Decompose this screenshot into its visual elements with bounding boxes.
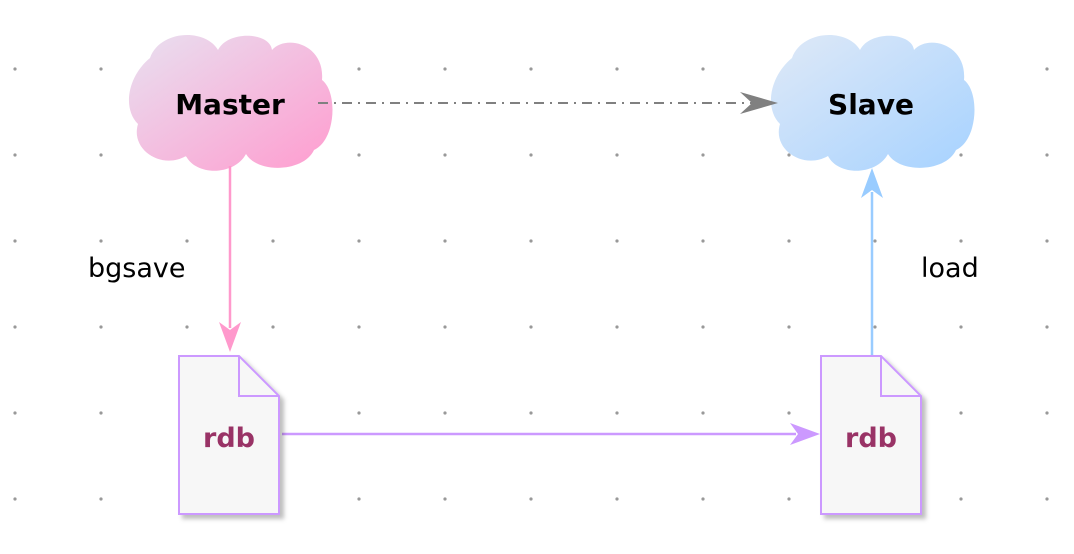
grid-dot (615, 325, 619, 329)
file-master-fold (238, 356, 279, 397)
grid-dot (357, 153, 361, 157)
grid-dot (787, 497, 791, 501)
grid-dot (787, 325, 791, 329)
grid-dot (443, 239, 447, 243)
grid-dot (701, 325, 705, 329)
grid-dot (529, 497, 533, 501)
grid-dot (99, 67, 103, 71)
grid-dot (99, 153, 103, 157)
grid-dot (357, 325, 361, 329)
grid-dot (1045, 153, 1049, 157)
grid-dot (99, 411, 103, 415)
grid-dot (1045, 67, 1049, 71)
grid-dot (959, 153, 963, 157)
grid-dot (443, 153, 447, 157)
grid-dot (787, 239, 791, 243)
grid-dot (615, 497, 619, 501)
grid-dot (787, 153, 791, 157)
grid-dot (357, 497, 361, 501)
grid-dot (99, 325, 103, 329)
grid-dot (357, 239, 361, 243)
rdb-transfer-arrowhead (790, 423, 820, 445)
replication-arrowhead (740, 92, 778, 114)
grid-dot (959, 497, 963, 501)
slave-cloud-shape (770, 35, 975, 171)
bgsave-arrowhead (219, 322, 241, 352)
rdb-file-slave-node[interactable]: rdb (820, 355, 922, 515)
grid-dot (185, 239, 189, 243)
grid-dot (701, 153, 705, 157)
master-label: Master (175, 88, 285, 121)
grid-dot (615, 411, 619, 415)
grid-dot (99, 497, 103, 501)
grid-dot (529, 325, 533, 329)
master-cloud-shape (128, 35, 333, 171)
grid-dot (701, 239, 705, 243)
grid-dot (357, 411, 361, 415)
rdb-file-master-node[interactable]: rdb (178, 355, 280, 515)
grid-dot (357, 67, 361, 71)
grid-dot (1045, 411, 1049, 415)
grid-dot (13, 153, 17, 157)
replication-arrow (318, 92, 778, 114)
grid-dot (529, 153, 533, 157)
grid-dot (873, 325, 877, 329)
grid-dot (529, 239, 533, 243)
grid-dot (13, 325, 17, 329)
grid-dot (529, 67, 533, 71)
load-arrowhead (861, 168, 883, 198)
bgsave-label: bgsave (88, 253, 185, 284)
grid-dot (443, 497, 447, 501)
grid-dot (615, 67, 619, 71)
grid-dot (959, 411, 963, 415)
grid-dot (615, 239, 619, 243)
rdb-transfer-arrow (282, 423, 820, 445)
load-arrow (861, 168, 883, 355)
grid-dot (959, 325, 963, 329)
grid-dot (1045, 325, 1049, 329)
grid-dot (13, 239, 17, 243)
grid-dot (443, 411, 447, 415)
grid-dot (13, 497, 17, 501)
grid-dot (873, 239, 877, 243)
grid-dot (443, 325, 447, 329)
grid-dot (13, 411, 17, 415)
slave-cloud-node[interactable]: Slave (770, 35, 975, 171)
rdb-slave-label: rdb (845, 423, 897, 454)
grid-dot (701, 67, 705, 71)
grid-dot (701, 497, 705, 501)
file-slave-fold (880, 356, 921, 397)
grid-dot (13, 67, 17, 71)
bgsave-arrow (219, 166, 241, 352)
grid-dot (701, 411, 705, 415)
grid-dot (271, 325, 275, 329)
grid-dot (443, 67, 447, 71)
grid-dot (787, 411, 791, 415)
grid-dot (271, 239, 275, 243)
grid-dot (1045, 497, 1049, 501)
master-cloud-node[interactable]: Master (128, 35, 333, 171)
rdb-master-label: rdb (203, 423, 255, 454)
slave-label: Slave (828, 88, 914, 121)
grid-dot (99, 239, 103, 243)
grid-dot (529, 411, 533, 415)
grid-dot (959, 239, 963, 243)
grid-dot (615, 153, 619, 157)
grid-dot (1045, 239, 1049, 243)
load-label: load (921, 253, 979, 284)
grid-dot (185, 325, 189, 329)
